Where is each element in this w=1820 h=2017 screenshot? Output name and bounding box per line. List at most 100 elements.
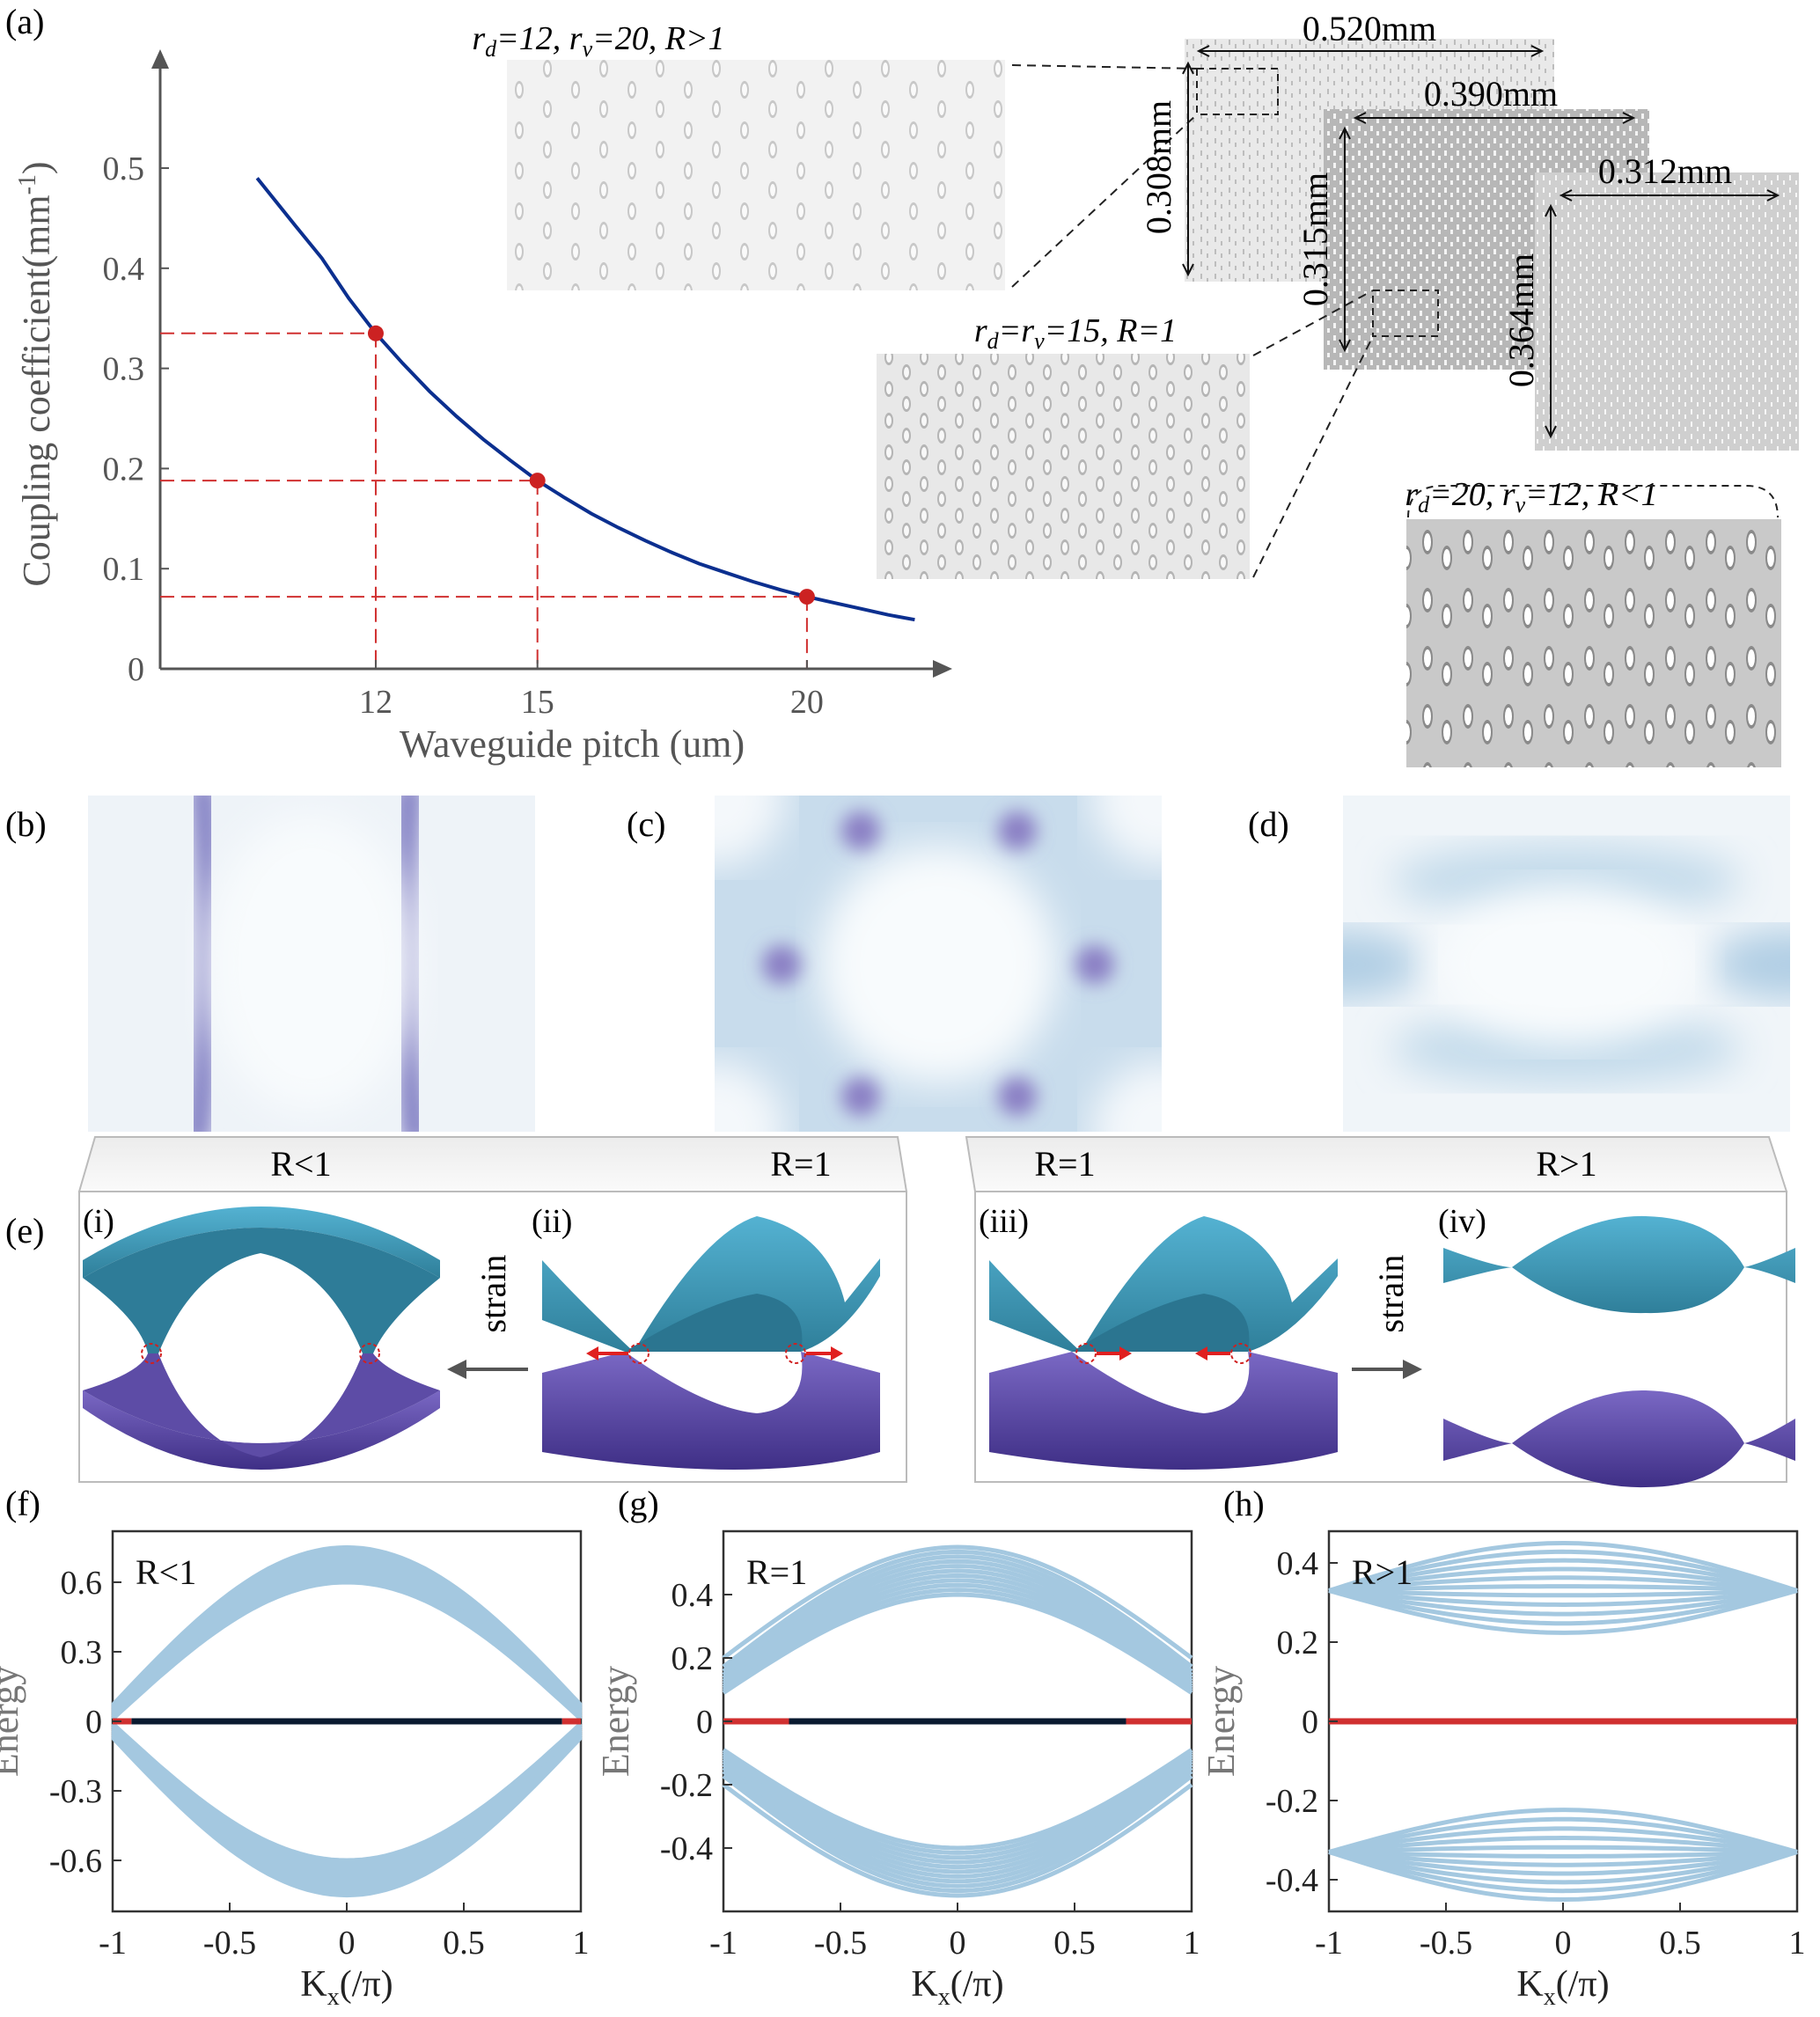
y-tick-label: -0.2 [1266,1783,1318,1820]
tab-r-greater: R>1 [1536,1144,1596,1184]
band-structure-3d-panel: R<1 R=1 R=1 R>1 (i) (ii) (iii) (iv) stra… [77,1136,1795,1488]
y-axis-label: Energy [1200,1666,1243,1777]
band-lines [1328,1540,1798,1903]
sub-label-iii: (iii) [979,1203,1029,1240]
band-line [722,1582,1193,1691]
y-tick-label: 0.4 [671,1577,714,1614]
y-tick-label: 0.2 [671,1640,714,1677]
panel-label-h: (h) [1223,1484,1265,1523]
y-tick-label: 0.4 [1277,1545,1319,1582]
shift-arrow-icon [1195,1346,1207,1361]
band-line [722,1774,1193,1894]
sample-image-3 [1535,172,1799,451]
strain-label-right: strain [1371,1255,1411,1333]
x-tick-label: -1 [709,1925,738,1962]
x-tick-label: 0 [950,1925,966,1962]
band-line [1328,1850,1798,1859]
x-tick-label: 15 [521,684,554,721]
band-line [722,1568,1193,1683]
plot-label: R>1 [1352,1552,1413,1592]
dim-width-2: 0.390mm [1424,74,1558,114]
dim-height-2: 0.315mm [1295,172,1335,306]
panel-label-g: (g) [618,1484,659,1523]
band-line [1328,1816,1798,1854]
band-line [1328,1808,1798,1854]
band-line [1328,1588,1798,1635]
y-tick-label: 0.2 [103,451,145,488]
x-tick-label: 1 [1184,1925,1200,1962]
micrograph-r-less [1406,519,1781,767]
y-tick-label: 0.3 [61,1634,103,1671]
x-tick-label: 0 [339,1925,356,1962]
y-tick-label: 0 [85,1704,102,1741]
dim-width-1: 0.520mm [1303,9,1436,48]
y-tick-label: 0.1 [103,551,145,588]
panel-label-c: (c) [627,804,665,844]
band-line [722,1754,1193,1865]
tab-r-equal-left: R=1 [770,1144,831,1184]
band-line [722,1592,1193,1695]
x-tick-label: 0.5 [1659,1925,1701,1962]
band-line [722,1554,1193,1674]
band-line [722,1757,1193,1870]
band-line [1328,1850,1798,1885]
x-tick-label: 1 [573,1925,590,1962]
field-map-c [715,796,1162,1132]
dim-height-3: 0.364mm [1501,253,1541,387]
x-tick-label: -0.5 [814,1925,867,1962]
band-line [722,1544,1193,1661]
band-line [1328,1850,1798,1903]
y-tick-label: -0.2 [660,1767,713,1804]
data-marker [798,589,815,605]
band-line [1328,1558,1798,1593]
band-line [722,1578,1193,1689]
bands-3d-iii [989,1216,1338,1470]
y-tick-label: -0.6 [49,1843,102,1880]
shift-arrow-icon [831,1346,843,1361]
band-line [1328,1826,1798,1854]
band-line [722,1763,1193,1879]
band-line [1328,1540,1798,1593]
x-tick-label: 1 [1789,1925,1806,1962]
a-ylabel: Coupling coefficient(mm-1) [14,161,58,586]
x-tick-label: 0.5 [443,1925,485,1962]
x-axis-label: Kx(/π) [911,1964,1003,2011]
band-line [722,1782,1193,1898]
field-map-b [88,796,535,1132]
band-line [1328,1549,1798,1593]
sub-label-iv: (iv) [1438,1203,1486,1240]
field-map-d [1343,796,1790,1132]
panel-label-a: (a) [5,2,44,41]
x-axis-label: Kx(/π) [1516,1964,1609,2011]
y-tick-label: -0.3 [49,1773,102,1810]
band-line [1328,1588,1798,1598]
y-tick-label: 0 [1302,1704,1318,1741]
band-line [722,1759,1193,1874]
y-tick-label: 0.3 [103,351,145,388]
band-line [722,1564,1193,1680]
band-line [1328,1845,1798,1854]
micrograph-r-greater [507,60,1005,290]
inset-label-r-greater: rd=12, rv=20, R>1 [472,20,724,62]
y-axis-label: Energy [594,1666,637,1777]
x-tick-label: 0.5 [1053,1925,1096,1962]
bands-3d-ii [542,1216,880,1470]
band-line [1328,1566,1798,1593]
micrograph-insets: rd=12, rv=20, R>1 rd=rv=15, R=1 rd=20, r… [472,9,1799,767]
band-line [722,1765,1193,1884]
band-line [722,1588,1193,1693]
x-tick-label: -1 [1315,1925,1343,1962]
data-marker [529,473,546,489]
shift-arrow-icon [586,1346,598,1361]
x-tick-label: -0.5 [1420,1925,1472,1962]
dim-height-1: 0.308mm [1139,100,1178,234]
panel-label-d: (d) [1248,804,1289,844]
band-lines [111,1544,583,1898]
strain-arrow-left-icon [447,1360,466,1379]
y-axis-label: Energy [0,1666,26,1777]
shift-arrow-icon [1119,1346,1132,1361]
y-tick-label: -0.4 [1266,1862,1318,1899]
